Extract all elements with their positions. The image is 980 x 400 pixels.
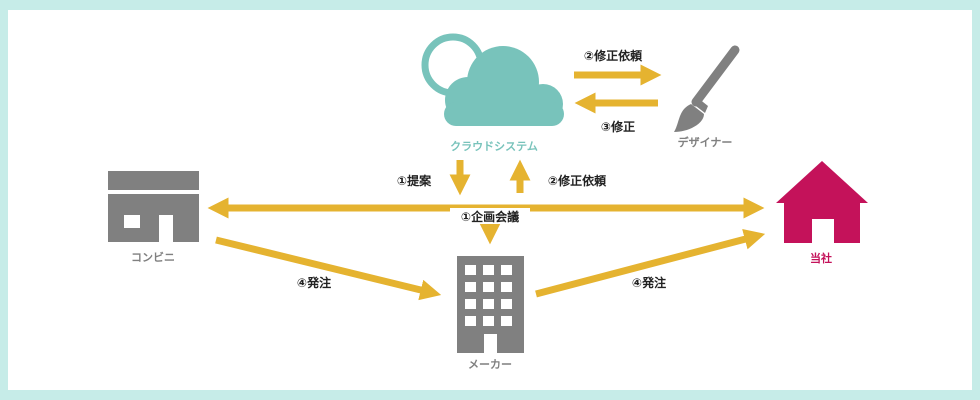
arrow-store-to-manufacturer <box>215 236 442 301</box>
convenience-store-label: コンビニ <box>131 250 175 264</box>
cloud-icon <box>421 33 564 126</box>
diagram-panel: クラウドシステム デザイナー コンビニ メーカー 当社 ②修正依頼 ③修正 ①提… <box>8 10 972 390</box>
label-revision: ③修正 <box>601 119 635 134</box>
building-window <box>483 316 494 326</box>
label-planning-meeting: ①企画会議 <box>461 209 519 224</box>
building-door <box>484 334 497 353</box>
meeting-label-background <box>450 208 530 224</box>
building-window <box>465 282 476 292</box>
arrow-manufacturer-to-company <box>535 229 766 298</box>
building-window <box>465 316 476 326</box>
label-order-store: ④発注 <box>297 275 331 290</box>
label-revision-request-designer: ②修正依頼 <box>584 48 643 63</box>
building-window <box>483 299 494 309</box>
flow-diagram: クラウドシステム デザイナー コンビニ メーカー 当社 ②修正依頼 ③修正 ①提… <box>108 33 868 371</box>
company-label: 当社 <box>810 251 832 265</box>
label-proposal: ①提案 <box>397 173 432 188</box>
designer-label: デザイナー <box>678 135 733 149</box>
building-window <box>501 282 512 292</box>
label-revision-request-cloud: ②修正依頼 <box>548 173 607 188</box>
building-window <box>483 265 494 275</box>
store-icon <box>108 171 199 242</box>
manufacturer-label: メーカー <box>468 358 512 371</box>
building-window <box>501 265 512 275</box>
house-icon <box>776 161 868 243</box>
building-window <box>465 265 476 275</box>
building-window <box>501 316 512 326</box>
paintbrush-icon <box>674 45 740 132</box>
building-window <box>465 299 476 309</box>
building-window <box>483 282 494 292</box>
building-icon <box>457 256 524 353</box>
label-order-company: ④発注 <box>632 275 666 290</box>
cloud-system-label: クラウドシステム <box>450 140 538 153</box>
building-window <box>501 299 512 309</box>
